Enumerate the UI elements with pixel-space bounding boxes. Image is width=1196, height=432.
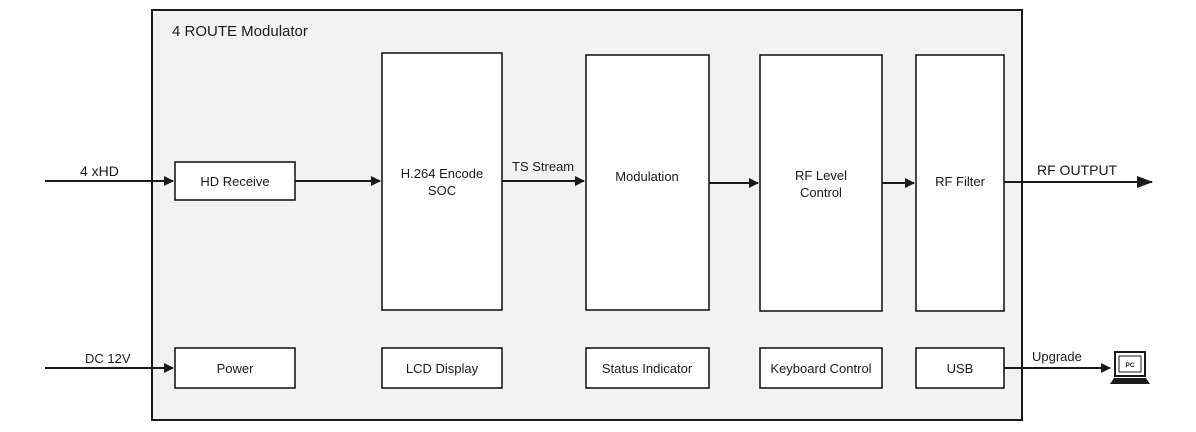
rf-output-label: RF OUTPUT (1037, 162, 1118, 178)
keyboard-control-label: Keyboard Control (770, 361, 871, 376)
pc-icon-label: PC (1125, 362, 1134, 369)
hd-input-label: 4 xHD (80, 163, 119, 179)
lcd-display-label: LCD Display (406, 361, 479, 376)
rf-level-label-2: Control (800, 185, 842, 200)
power-block (174, 347, 296, 389)
panel-title: 4 ROUTE Modulator (172, 23, 308, 40)
ts-stream-label: TS Stream (512, 159, 574, 174)
h264-encode-label-1: H.264 Encode (401, 166, 483, 181)
lcd-display-block (381, 347, 503, 389)
rf-level-control-block (759, 54, 883, 312)
rf-filter-block (915, 54, 1005, 312)
hd-receive-block (174, 161, 296, 201)
usb-block (915, 347, 1005, 389)
status-indicator-block (585, 347, 710, 389)
status-indicator-label: Status Indicator (602, 361, 693, 376)
modulation-block (585, 54, 710, 311)
pc-icon: PC (1110, 351, 1150, 384)
power-label: Power (217, 361, 255, 376)
rf-level-label-1: RF Level (795, 168, 847, 183)
dc-input-label: DC 12V (85, 351, 131, 366)
usb-label: USB (947, 361, 974, 376)
keyboard-control-block (759, 347, 883, 389)
upgrade-label: Upgrade (1032, 349, 1082, 364)
modulation-label: Modulation (615, 169, 679, 184)
rf-filter-label: RF Filter (935, 174, 986, 189)
h264-encode-block (381, 52, 503, 311)
h264-encode-label-2: SOC (428, 183, 456, 198)
hd-receive-label: HD Receive (200, 174, 269, 189)
